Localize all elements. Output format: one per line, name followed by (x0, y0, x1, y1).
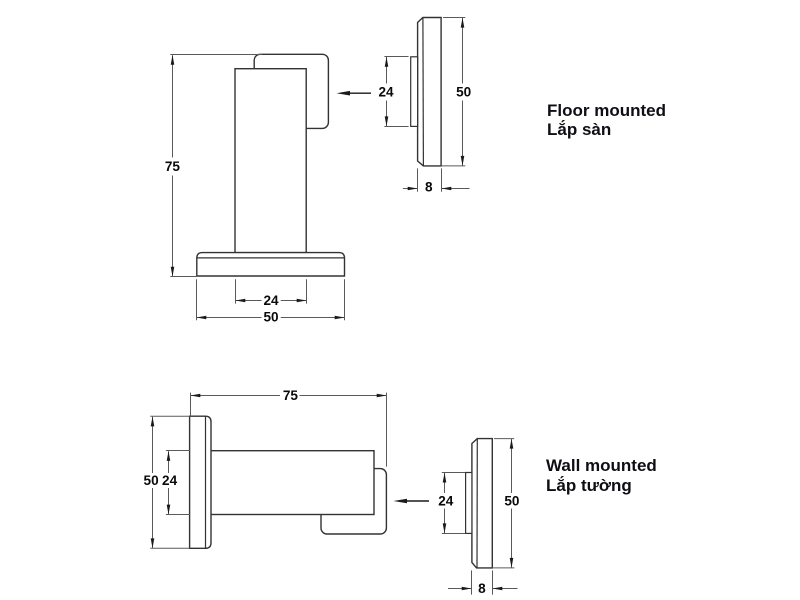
svg-text:24: 24 (162, 473, 178, 488)
svg-text:24: 24 (378, 85, 394, 100)
svg-text:50: 50 (456, 85, 471, 100)
svg-text:24: 24 (263, 293, 279, 308)
svg-text:Lắp tường: Lắp tường (546, 476, 632, 495)
svg-text:24: 24 (438, 494, 454, 509)
svg-text:8: 8 (425, 179, 433, 194)
svg-text:8: 8 (478, 581, 486, 596)
svg-text:75: 75 (283, 388, 299, 403)
svg-text:Lắp sàn: Lắp sàn (547, 120, 611, 139)
svg-text:50: 50 (504, 494, 519, 509)
svg-text:Wall mounted: Wall mounted (546, 456, 657, 475)
svg-text:Floor mounted: Floor mounted (547, 101, 666, 120)
svg-text:50: 50 (263, 310, 278, 325)
svg-text:75: 75 (165, 159, 181, 174)
svg-text:50: 50 (144, 473, 159, 488)
